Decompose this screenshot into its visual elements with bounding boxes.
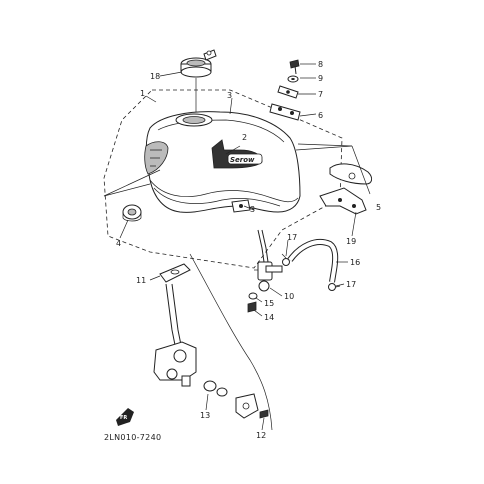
bolt-8 (289, 59, 300, 75)
callout-13: 13 (200, 411, 210, 420)
callout-11: 11 (136, 276, 146, 285)
hose-clip-17a (281, 253, 290, 266)
callout-4: 4 (116, 239, 121, 248)
fuel-cock-assembly (153, 283, 197, 387)
callout-12: 12 (256, 431, 266, 440)
side-cover-5 (329, 163, 373, 185)
lever-plate-12 (235, 393, 259, 419)
fuel-hose-16 (287, 239, 339, 283)
callout-6: 6 (318, 111, 323, 120)
o-ring-15 (248, 292, 258, 300)
callout-5: 5 (376, 203, 381, 212)
tank-assembly-boundary (103, 89, 343, 269)
fuel-cap (180, 49, 217, 78)
callout-7: 7 (318, 90, 323, 99)
callout-19: 19 (346, 237, 356, 246)
screw-14 (247, 301, 257, 313)
callout-2: 2 (242, 133, 247, 142)
callout-17-bottom: 17 (346, 280, 356, 289)
callout-10: 10 (284, 292, 294, 301)
callout-15: 15 (264, 299, 274, 308)
callout-17-top: 17 (287, 233, 297, 242)
fuel-cock-10 (254, 229, 283, 292)
screw-12 (259, 409, 269, 419)
leader-lines (103, 63, 371, 431)
bracket-6 (269, 103, 301, 121)
callout-9: 9 (318, 74, 323, 83)
fr-mark-text: FR (120, 415, 127, 421)
plate-7 (277, 85, 299, 99)
callout-3-top: 3 (227, 91, 232, 100)
tank-logo-text: Serow (230, 156, 255, 164)
callout-14: 14 (264, 313, 274, 322)
damper-4 (122, 204, 142, 222)
washer-9 (287, 75, 299, 83)
front-direction-mark: FR (116, 408, 134, 426)
washer-13 (203, 380, 228, 397)
callout-16: 16 (350, 258, 360, 267)
hose-clip-17b (328, 283, 341, 291)
callout-18: 18 (150, 72, 160, 81)
drawing-code: 2LN010-7240 (104, 433, 161, 442)
bracket-19 (319, 187, 367, 215)
fuel-tank: Serow (144, 111, 301, 213)
gasket-11 (159, 263, 191, 283)
callout-8: 8 (318, 60, 323, 69)
callout-1: 1 (140, 89, 145, 98)
callout-3-bottom: 3 (250, 205, 255, 214)
assembly-line (189, 253, 273, 431)
